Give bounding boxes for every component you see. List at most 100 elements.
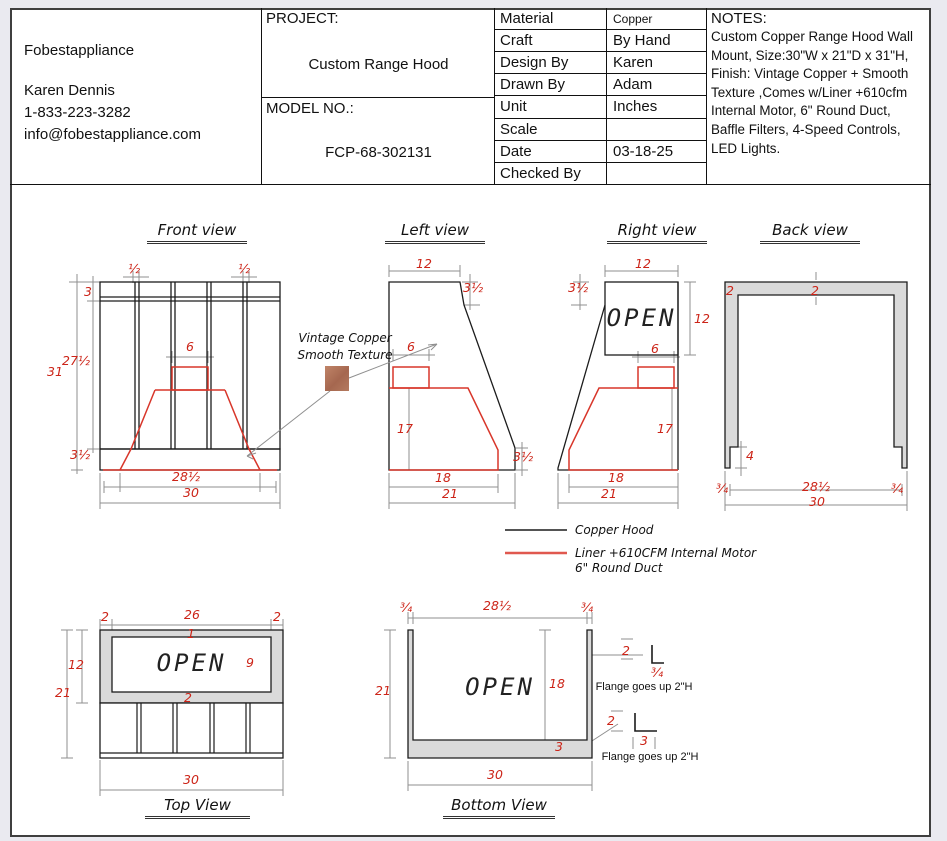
spec-row-checked-by: Checked By — [495, 162, 706, 185]
flange-dim-label: ¾ — [651, 665, 664, 680]
dim-label: ¾ — [891, 481, 904, 496]
flange-note: Flange goes up 2"H — [601, 751, 699, 763]
back-view-title: Back view — [760, 221, 860, 244]
dim-label: ¾ — [581, 600, 594, 615]
bottom-view-drawing — [384, 612, 664, 791]
dim-label: 18 — [435, 470, 451, 485]
spec-row-unit: Unit Inches — [495, 96, 706, 119]
dim-label: 27½ — [62, 353, 91, 368]
front-view: Front view ½ ½ 3 31 27½ 3½ 6 28½ 30 — [45, 218, 305, 518]
spec-value: By Hand — [613, 32, 671, 50]
notes-body: Custom Copper Range Hood Wall Mount, Siz… — [711, 29, 913, 156]
spec-value: Adam — [613, 76, 653, 94]
dim-label: 3 — [84, 284, 92, 299]
model-label: MODEL NO.: — [266, 100, 354, 117]
dim-label: 4 — [746, 448, 754, 463]
dim-label: ¾ — [716, 481, 729, 496]
top-view-title: Top View — [145, 796, 250, 819]
open-area-label: OPEN — [465, 673, 535, 701]
notes-block: NOTES: Custom Copper Range Hood Wall Mou… — [707, 8, 931, 185]
spec-value — [607, 119, 706, 140]
project-value: Custom Range Hood — [308, 56, 449, 73]
finish-note-line1: Vintage Copper — [298, 331, 392, 345]
notes-title: NOTES: — [711, 10, 767, 27]
dim-label: 12 — [635, 256, 651, 271]
flange-dim-label: 2 — [622, 643, 630, 658]
project-cell: PROJECT: Custom Range Hood — [262, 8, 495, 98]
bottom-view: Bottom View OPEN ¾ 28½ ¾ 21 18 30 3 2 ¾ … — [375, 595, 835, 832]
dim-label: 12 — [694, 311, 710, 326]
spec-row-drawn-by: Drawn By Adam — [495, 74, 706, 97]
dim-label: 28½ — [802, 479, 831, 494]
dim-label: 21 — [601, 486, 617, 501]
dim-label: 21 — [375, 683, 391, 698]
dim-label: 3½ — [70, 447, 91, 462]
bottom-view-title: Bottom View — [443, 796, 555, 819]
dim-label: 12 — [416, 256, 432, 271]
spec-label: Checked By — [495, 162, 607, 185]
dim-label: 3½ — [463, 280, 484, 295]
dim-label: ¾ — [400, 600, 413, 615]
dim-label: 6 — [651, 341, 659, 356]
spec-value: 03-18-25 — [613, 142, 674, 160]
legend-liner-label: Liner +610CFM Internal Motor — [575, 546, 757, 560]
dim-label: 2 — [726, 283, 734, 298]
legend-duct-label: 6" Round Duct — [575, 561, 663, 575]
legend: Copper Hood Liner +610CFM Internal Motor… — [495, 515, 765, 585]
dim-label: ½ — [238, 261, 251, 276]
spec-row-scale: Scale — [495, 118, 706, 141]
spec-value — [607, 163, 706, 185]
front-view-drawing — [69, 271, 281, 509]
dim-label: 2 — [811, 283, 819, 298]
spec-value: Inches — [613, 98, 658, 116]
dim-label: 2 — [101, 609, 109, 624]
right-view-title: Right view — [607, 221, 707, 244]
dim-label: 30 — [183, 485, 199, 500]
right-view-drawing — [557, 265, 696, 509]
dim-label: 28½ — [172, 469, 201, 484]
finish-callout: Vintage Copper Smooth Texture — [280, 325, 410, 405]
spec-label: Date — [495, 140, 607, 162]
spec-label: Scale — [495, 118, 607, 140]
dim-label: 12 — [68, 657, 84, 672]
company-contact: Karen Dennis — [24, 82, 115, 99]
spec-label: Drawn By — [495, 74, 607, 96]
legend-copper-hood-label: Copper Hood — [575, 523, 654, 537]
spec-label: Design By — [495, 52, 607, 74]
dim-label: 30 — [487, 767, 503, 782]
front-view-title: Front view — [147, 221, 247, 244]
back-view: Back view 2 2 4 ¾ 28½ ¾ 30 — [710, 218, 947, 518]
left-view-title: Left view — [385, 221, 485, 244]
model-cell: MODEL NO.: FCP-68-302131 — [262, 98, 495, 185]
dim-label: 1 — [187, 626, 195, 641]
dim-label: 26 — [184, 607, 200, 622]
spec-label: Unit — [495, 96, 607, 118]
dim-label: 2 — [184, 690, 192, 705]
spec-row-design-by: Design By Karen — [495, 52, 706, 75]
back-view-drawing — [724, 272, 908, 511]
top-view: Top View OPEN 2 26 2 12 21 1 9 2 30 — [55, 600, 305, 832]
dim-label: 21 — [55, 685, 71, 700]
dim-label: ½ — [128, 261, 141, 276]
spec-row-date: Date 03-18-25 — [495, 140, 706, 163]
dim-label: 31 — [47, 364, 63, 379]
dim-label: 9 — [246, 655, 254, 670]
spec-value: Karen — [613, 54, 654, 72]
dim-label: 2 — [273, 609, 281, 624]
company-phone: 1-833-223-3282 — [24, 104, 131, 121]
copper-swatch — [325, 366, 349, 391]
company-email: info@fobestappliance.com — [24, 126, 201, 143]
dim-label: 30 — [183, 772, 199, 787]
dim-label: 6 — [186, 339, 194, 354]
dim-label: 30 — [809, 494, 825, 509]
dim-label: 18 — [608, 470, 624, 485]
spec-value: Copper — [613, 12, 653, 26]
dim-label: 3½ — [513, 449, 534, 464]
right-view: Right view OPEN 12 3½ 12 6 17 18 21 — [555, 218, 730, 518]
dim-label: 17 — [657, 421, 673, 436]
dim-label: 28½ — [483, 598, 512, 613]
dim-label: 17 — [397, 421, 413, 436]
finish-note-line2: Smooth Texture — [297, 348, 393, 362]
spec-table: Material Copper Craft By Hand Design By … — [495, 8, 707, 185]
flange-dim-label: 3 — [640, 733, 648, 748]
